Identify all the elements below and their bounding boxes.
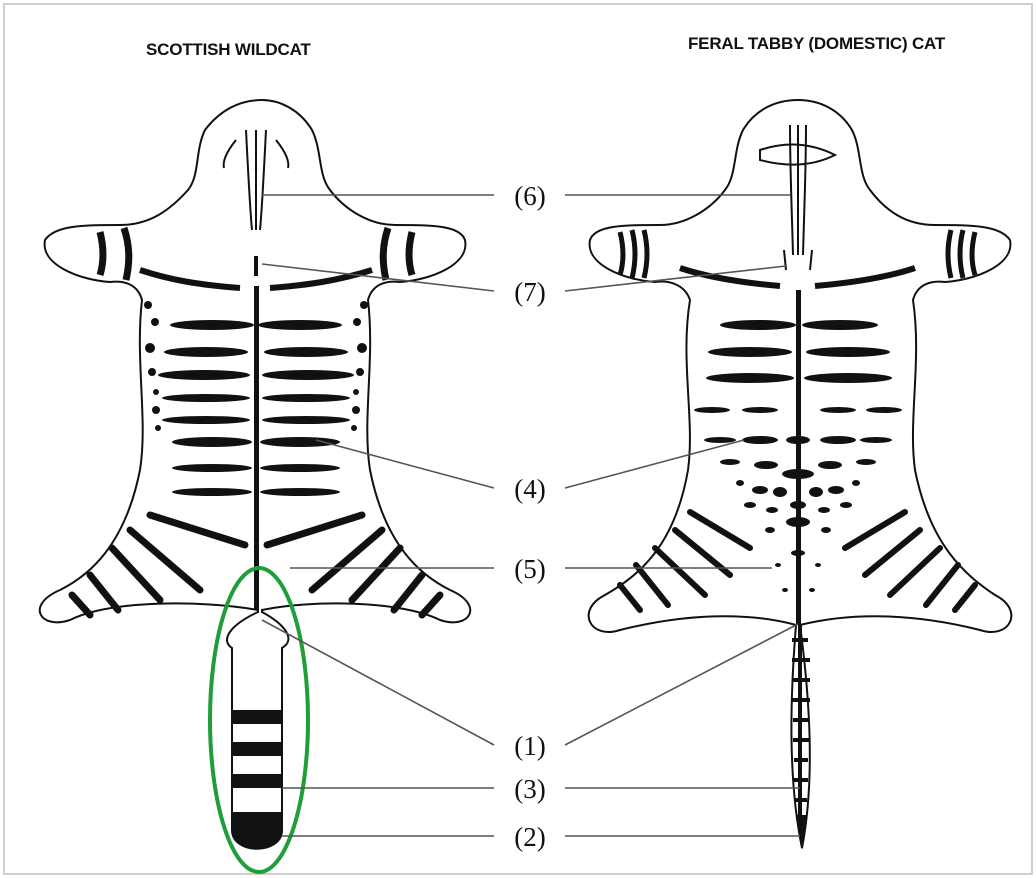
label-3: (3) xyxy=(514,774,545,804)
tabby-pelt xyxy=(589,100,1012,850)
label-1: (1) xyxy=(514,731,545,761)
wildcat-pelt xyxy=(40,100,470,872)
label-5: (5) xyxy=(514,554,545,584)
wildcat-neck-stripe xyxy=(254,256,258,276)
label-4: (4) xyxy=(514,474,545,504)
callout-labels: (6) (7) (4) (5) (1) (3) (2) xyxy=(514,181,545,852)
tabby-tail-center-stripe xyxy=(798,625,802,815)
label-2: (2) xyxy=(514,822,545,852)
tabby-spine-stripe xyxy=(796,290,801,625)
label-7: (7) xyxy=(514,277,545,307)
label-6: (6) xyxy=(514,181,545,211)
wildcat-spine-stripe xyxy=(254,286,259,610)
